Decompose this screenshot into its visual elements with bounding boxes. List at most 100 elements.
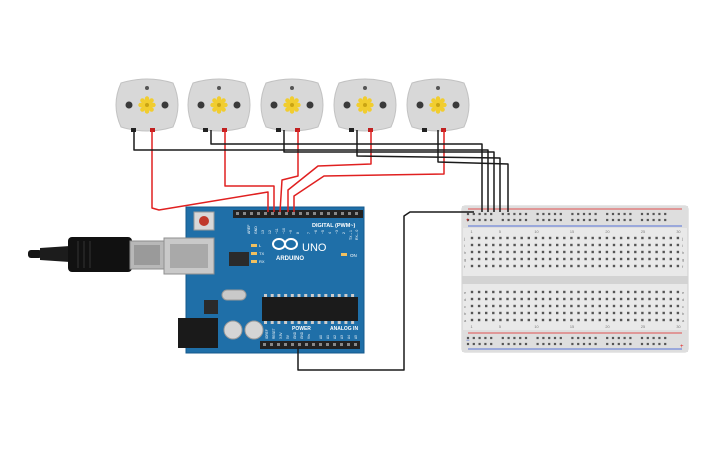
svg-text:10: 10 bbox=[534, 325, 538, 329]
black-wire-motor-2 bbox=[210, 130, 483, 212]
black-wire-motor-3 bbox=[283, 130, 495, 212]
dc-motor-icon[interactable] bbox=[187, 78, 251, 132]
black-wire-gnd bbox=[297, 211, 474, 371]
svg-text:j: j bbox=[463, 236, 465, 241]
svg-text:Vin: Vin bbox=[307, 334, 311, 339]
svg-text:A4: A4 bbox=[347, 335, 351, 339]
red-wire-motor-4 bbox=[287, 130, 372, 212]
svg-text:15: 15 bbox=[570, 325, 574, 329]
svg-text:10: 10 bbox=[534, 230, 538, 234]
svg-text:RESET: RESET bbox=[272, 328, 276, 339]
svg-text:~3: ~3 bbox=[335, 230, 339, 234]
svg-text:1: 1 bbox=[471, 230, 473, 234]
svg-text:~9: ~9 bbox=[289, 230, 293, 234]
aref-label: AREF bbox=[247, 225, 251, 234]
tx-label: TX bbox=[259, 251, 264, 256]
red-wire-motor-3 bbox=[279, 130, 299, 213]
svg-text:~5: ~5 bbox=[321, 230, 325, 234]
svg-text:c: c bbox=[464, 304, 466, 309]
svg-text:GND: GND bbox=[300, 331, 304, 339]
dc-motor-icon[interactable] bbox=[406, 78, 470, 132]
reset-button[interactable] bbox=[199, 216, 209, 226]
svg-text:IOREF: IOREF bbox=[265, 329, 269, 339]
svg-text:A3: A3 bbox=[340, 335, 344, 339]
svg-text:5: 5 bbox=[499, 325, 501, 329]
svg-text:13: 13 bbox=[261, 230, 265, 234]
svg-text:A5: A5 bbox=[354, 335, 358, 339]
svg-text:h: h bbox=[464, 250, 466, 255]
header-holes bbox=[236, 212, 358, 346]
svg-text:4: 4 bbox=[328, 232, 332, 234]
red-wire-motor-2 bbox=[224, 130, 275, 212]
rail-plus-top: + bbox=[466, 218, 470, 224]
svg-text:~6: ~6 bbox=[314, 230, 318, 234]
board-model: UNO bbox=[302, 242, 327, 254]
svg-text:e: e bbox=[682, 290, 685, 295]
svg-text:g: g bbox=[682, 257, 684, 262]
svg-text:8: 8 bbox=[296, 232, 300, 234]
svg-text:e: e bbox=[464, 290, 467, 295]
dc-motor-icon[interactable] bbox=[115, 78, 179, 132]
svg-text:h: h bbox=[682, 250, 684, 255]
svg-text:7: 7 bbox=[307, 232, 311, 234]
black-wire-motor-5 bbox=[437, 130, 509, 212]
board-brand: ARDUINO bbox=[276, 256, 304, 262]
red-wire-motor-1 bbox=[151, 130, 269, 212]
dc-motor-icon[interactable] bbox=[333, 78, 397, 132]
svg-text:20: 20 bbox=[605, 230, 609, 234]
red-wire-motor-5 bbox=[293, 130, 445, 212]
analog-label: ANALOG IN bbox=[330, 326, 358, 332]
on-label: ON bbox=[350, 253, 357, 258]
svg-text:~10: ~10 bbox=[282, 228, 286, 234]
svg-text:5: 5 bbox=[499, 230, 501, 234]
rail-plus-bottom: + bbox=[680, 344, 684, 350]
rx-label: RX bbox=[259, 259, 265, 264]
svg-text:A2: A2 bbox=[333, 335, 337, 339]
wires bbox=[133, 130, 509, 371]
svg-text:GND: GND bbox=[293, 331, 297, 339]
svg-text:1: 1 bbox=[471, 325, 473, 329]
rx-pin-label: RX←0 bbox=[355, 230, 359, 240]
svg-text:i: i bbox=[464, 243, 465, 248]
svg-text:5V: 5V bbox=[286, 334, 290, 339]
svg-text:d: d bbox=[682, 297, 684, 302]
black-wire-motor-1 bbox=[133, 130, 489, 212]
svg-text:i: i bbox=[682, 243, 683, 248]
svg-text:25: 25 bbox=[641, 230, 645, 234]
arduino-infinity-logo-icon bbox=[272, 238, 298, 250]
svg-text:A1: A1 bbox=[326, 335, 330, 339]
svg-text:g: g bbox=[464, 257, 466, 262]
tx-pin-label: TX→1 bbox=[349, 230, 353, 240]
usb-cable-icon[interactable] bbox=[28, 237, 165, 272]
svg-text:3.3V: 3.3V bbox=[279, 332, 283, 339]
svg-text:2: 2 bbox=[342, 232, 346, 234]
digital-label: DIGITAL (PWM~) bbox=[312, 223, 356, 229]
svg-text:15: 15 bbox=[570, 230, 574, 234]
black-wire-motor-4 bbox=[356, 130, 501, 212]
power-label: POWER bbox=[292, 326, 311, 332]
svg-text:b: b bbox=[682, 311, 685, 316]
svg-text:30: 30 bbox=[676, 325, 680, 329]
svg-text:d: d bbox=[464, 297, 466, 302]
svg-text:~11: ~11 bbox=[275, 228, 279, 234]
arduino-uno-board[interactable]: ARDUINO UNO DIGITAL (PWM~) ANALOG IN POW… bbox=[163, 206, 365, 354]
svg-text:f: f bbox=[682, 264, 684, 269]
svg-text:25: 25 bbox=[641, 325, 645, 329]
svg-text:j: j bbox=[681, 236, 683, 241]
svg-text:b: b bbox=[464, 311, 467, 316]
dc-motors bbox=[115, 78, 470, 132]
breadboard-holes bbox=[466, 212, 680, 346]
svg-text:a: a bbox=[464, 318, 467, 323]
l-label: L bbox=[259, 243, 262, 248]
svg-text:A0: A0 bbox=[319, 335, 323, 339]
atmega-chip-pins bbox=[264, 294, 355, 324]
svg-text:a: a bbox=[682, 318, 685, 323]
svg-text:20: 20 bbox=[605, 325, 609, 329]
svg-text:c: c bbox=[682, 304, 684, 309]
dc-motor-icon[interactable] bbox=[260, 78, 324, 132]
